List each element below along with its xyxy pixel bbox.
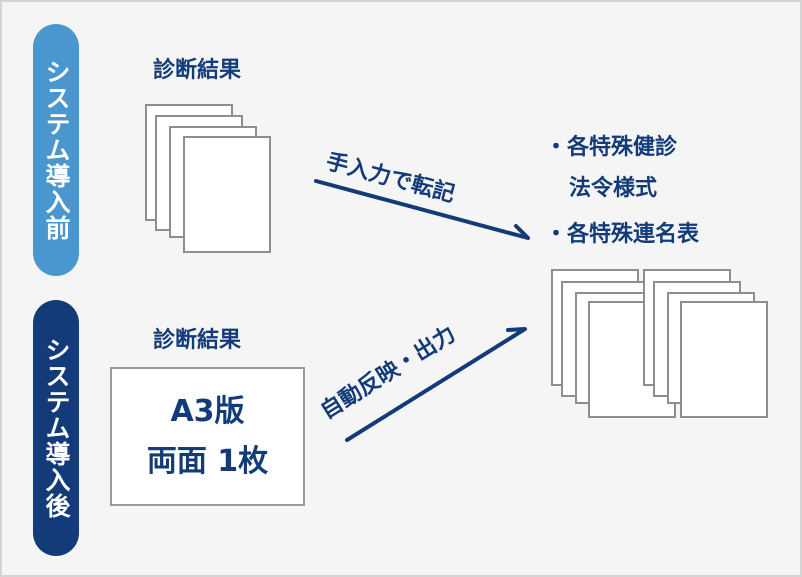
a3-result-sheet: A3版 両面 1枚 xyxy=(110,367,305,506)
output-item-2: ・各特殊連名表 xyxy=(545,222,700,247)
paper-sheet xyxy=(680,301,768,418)
phase-after-badge: システム導入後 xyxy=(33,300,79,556)
a3-sheet-line2: 両面 1枚 xyxy=(146,443,269,479)
before-source-label: 診断結果 xyxy=(153,58,242,83)
a3-sheet-line1: A3版 xyxy=(170,393,245,429)
auto-output-arrow-icon xyxy=(345,327,527,442)
phase-before-badge: システム導入前 xyxy=(33,24,79,276)
manual-transfer-arrow-icon xyxy=(314,179,530,240)
output-paper-stack-2 xyxy=(643,269,768,418)
paper-sheet xyxy=(183,136,271,253)
output-item-1-line1: ・各特殊健診 xyxy=(545,135,678,160)
after-source-label: 診断結果 xyxy=(153,328,242,353)
output-item-1-line2: 法令様式 xyxy=(569,176,658,201)
before-paper-stack xyxy=(145,104,271,253)
